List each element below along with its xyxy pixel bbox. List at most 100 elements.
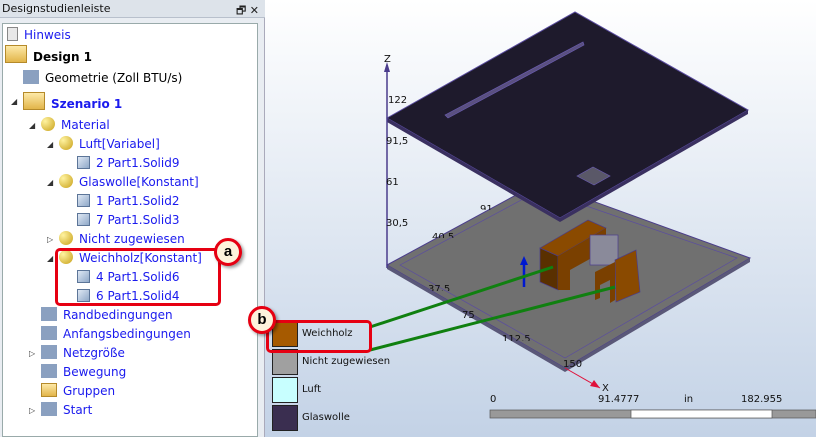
expand-arrow[interactable]: ▷ bbox=[29, 349, 36, 358]
tree-item-label: Anfangsbedingungen bbox=[63, 327, 191, 341]
initial-icon bbox=[41, 326, 57, 340]
tree-item[interactable]: Start bbox=[41, 401, 92, 420]
part-icon bbox=[77, 270, 90, 283]
legend-swatch bbox=[272, 405, 298, 431]
y-tick: 112,5 bbox=[502, 334, 531, 341]
y-tick: 75 bbox=[462, 310, 475, 321]
tree-item-label: Glaswolle[Konstant] bbox=[79, 175, 199, 189]
legend-swatch bbox=[272, 377, 298, 403]
tree-item[interactable]: Anfangsbedingungen bbox=[41, 325, 191, 344]
tree-item-label: Material bbox=[61, 118, 110, 132]
panel-title: Designstudienleiste bbox=[2, 2, 111, 15]
y-tick: 150 bbox=[563, 359, 583, 370]
y-tick: 40,5 bbox=[432, 232, 455, 238]
callout-a: a bbox=[214, 238, 242, 266]
scale-start: 0 bbox=[490, 394, 497, 405]
tree-item[interactable]: Bewegung bbox=[41, 363, 126, 382]
tree-item[interactable]: Weichholz[Konstant] bbox=[59, 249, 202, 268]
z-tick: 122 bbox=[388, 95, 408, 106]
part-icon bbox=[77, 194, 90, 207]
tree-item-label: 7 Part1.Solid3 bbox=[96, 213, 180, 227]
expand-arrow[interactable]: ▷ bbox=[47, 235, 54, 244]
legend-label: Glaswolle bbox=[302, 412, 350, 423]
tree-item-label: Hinweis bbox=[24, 28, 71, 42]
legend-swatch bbox=[272, 321, 298, 347]
panel-title-bar: Designstudienleiste 🗗 ✕ bbox=[0, 0, 265, 18]
callout-b: b bbox=[248, 306, 276, 334]
legend-label: Luft bbox=[302, 384, 321, 395]
note-icon bbox=[7, 27, 18, 41]
tree-item-label: 4 Part1.Solid6 bbox=[96, 270, 180, 284]
tree-item[interactable]: Luft[Variabel] bbox=[59, 135, 160, 154]
collapse-arrow[interactable]: ◢ bbox=[47, 178, 54, 187]
tree-item-label: Bewegung bbox=[63, 365, 127, 379]
tree-item[interactable]: 1 Part1.Solid2 bbox=[77, 192, 179, 211]
collapse-arrow[interactable]: ◢ bbox=[11, 97, 18, 106]
tree-item[interactable]: Gruppen bbox=[41, 382, 115, 401]
part-icon bbox=[77, 289, 90, 302]
y-tick: 37,5 bbox=[428, 284, 451, 291]
tree-item-label: Nicht zugewiesen bbox=[79, 232, 185, 246]
run-icon bbox=[41, 402, 57, 416]
collapse-arrow[interactable]: ◢ bbox=[47, 254, 54, 263]
motion-icon bbox=[41, 364, 57, 378]
z-tick: 30,5 bbox=[386, 218, 409, 229]
z-axis-label: Z bbox=[384, 54, 391, 65]
tree-item-label: Geometrie (Zoll BTU/s) bbox=[45, 71, 183, 85]
material-icon bbox=[59, 174, 73, 188]
tree-item-label: Start bbox=[63, 403, 93, 417]
tree-item[interactable]: Hinweis bbox=[7, 26, 71, 45]
tree-item[interactable]: 4 Part1.Solid6 bbox=[77, 268, 179, 287]
material-icon bbox=[41, 117, 55, 131]
collapse-arrow[interactable]: ◢ bbox=[47, 140, 54, 149]
part-icon bbox=[77, 213, 90, 226]
groups-icon bbox=[41, 383, 57, 397]
boundary-icon bbox=[41, 307, 57, 321]
tree-item[interactable]: 2 Part1.Solid9 bbox=[77, 154, 179, 173]
x-axis-label: X bbox=[602, 383, 609, 394]
tree-item[interactable]: Netzgröße bbox=[41, 344, 125, 363]
tree-item[interactable]: 6 Part1.Solid4 bbox=[77, 287, 179, 306]
tree-item[interactable]: Szenario 1 bbox=[23, 92, 122, 111]
tree-item[interactable]: Nicht zugewiesen bbox=[59, 230, 185, 249]
tree-item-label: 6 Part1.Solid4 bbox=[96, 289, 180, 303]
legend-swatch bbox=[272, 349, 298, 375]
scenario-icon bbox=[23, 92, 45, 110]
expand-arrow[interactable]: ▷ bbox=[29, 406, 36, 415]
y-tick: 91 bbox=[480, 204, 493, 210]
material-icon bbox=[59, 250, 73, 264]
tree-item[interactable]: Design 1 bbox=[5, 45, 92, 64]
float-icon[interactable]: 🗗 bbox=[235, 4, 247, 17]
geometry-icon bbox=[23, 70, 39, 84]
material-icon bbox=[59, 231, 73, 245]
material-icon bbox=[59, 136, 73, 150]
tree-item-label: Gruppen bbox=[63, 384, 116, 398]
scale-mid: 91.4777 bbox=[598, 394, 640, 405]
collapse-arrow[interactable]: ◢ bbox=[29, 121, 36, 130]
tree-item-label: Szenario 1 bbox=[51, 97, 123, 111]
highlight-box-b bbox=[266, 320, 372, 353]
tree-item[interactable]: Glaswolle[Konstant] bbox=[59, 173, 199, 192]
tree-item-label: 1 Part1.Solid2 bbox=[96, 194, 180, 208]
scale-end: 182.955 bbox=[741, 394, 783, 405]
tree-item-label: Netzgröße bbox=[63, 346, 125, 360]
design-folder-icon bbox=[5, 45, 27, 63]
desk-model bbox=[539, 219, 641, 303]
tree-item-label: Luft[Variabel] bbox=[79, 137, 160, 151]
tree-item[interactable]: Geometrie (Zoll BTU/s) bbox=[23, 69, 182, 88]
legend-label: Weichholz bbox=[302, 328, 353, 339]
tree-item[interactable]: Material bbox=[41, 116, 110, 135]
tree-item[interactable]: Randbedingungen bbox=[41, 306, 173, 325]
z-tick: 91,5 bbox=[386, 136, 409, 147]
mesh-icon bbox=[41, 345, 57, 359]
highlight-box-a bbox=[55, 248, 221, 306]
tree-item[interactable]: 7 Part1.Solid3 bbox=[77, 211, 179, 230]
tree-item-label: Design 1 bbox=[33, 50, 93, 64]
close-icon[interactable]: ✕ bbox=[249, 4, 259, 17]
part-icon bbox=[77, 156, 90, 169]
z-tick: 61 bbox=[386, 177, 399, 188]
tree-item-label: 2 Part1.Solid9 bbox=[96, 156, 180, 170]
